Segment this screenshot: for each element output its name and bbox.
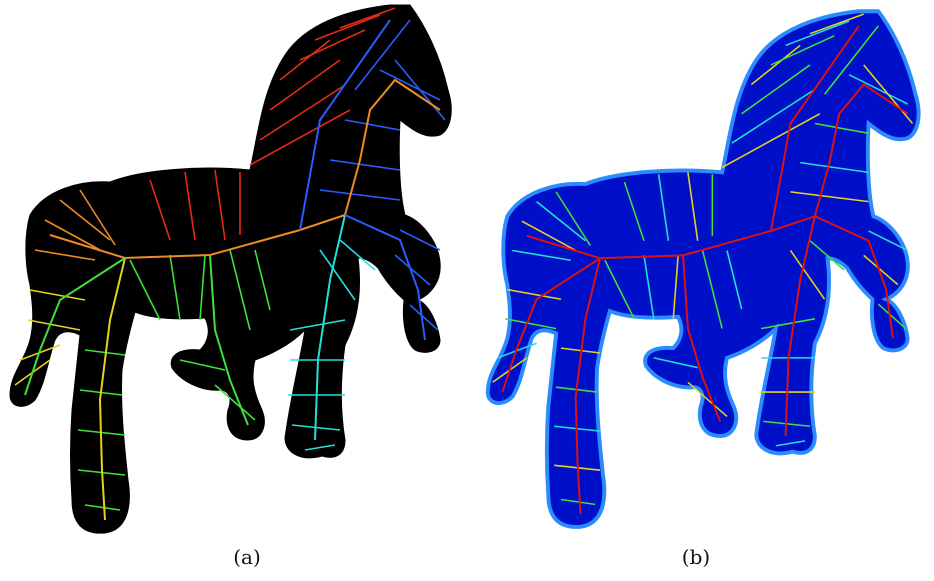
horse-shape-b bbox=[478, 0, 934, 540]
horse-shape-a bbox=[0, 0, 467, 540]
caption-a: (a) bbox=[207, 545, 287, 569]
horse-silhouette bbox=[10, 5, 451, 533]
horse-silhouette bbox=[488, 11, 919, 527]
panel-a-skeleton-rainbow bbox=[0, 0, 467, 540]
panel-b-skeleton-depth bbox=[478, 0, 934, 540]
caption-b: (b) bbox=[656, 545, 736, 569]
